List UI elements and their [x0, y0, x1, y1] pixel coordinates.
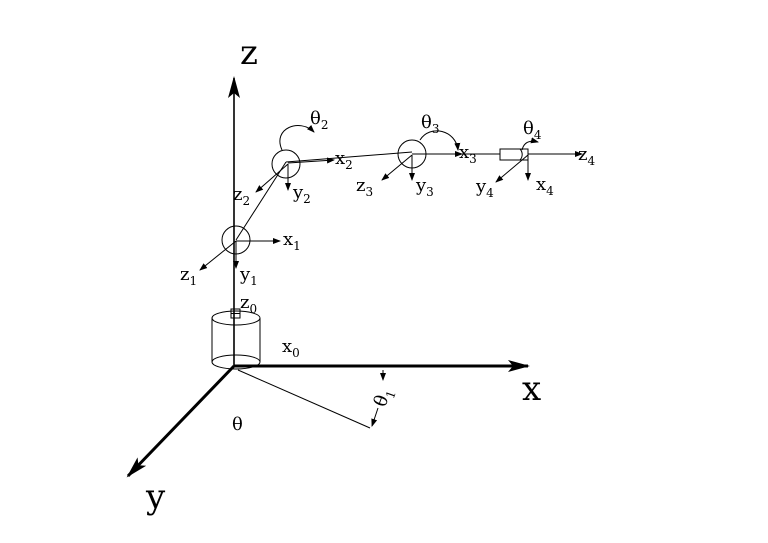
world-y-label: y [145, 477, 166, 517]
end-effector-cap [519, 148, 523, 161]
z2-axis [255, 163, 289, 193]
theta2-arrow [279, 124, 315, 151]
link-2-3 [285, 151, 413, 163]
theta-label: θ [232, 414, 243, 435]
theta2-label: θ2 [310, 108, 328, 132]
z1-label: z1 [180, 264, 197, 288]
x1-label: x1 [283, 229, 301, 253]
x4-label: x4 [536, 174, 554, 198]
base-rotation-line [237, 369, 371, 429]
y1-label: y1 [239, 264, 258, 288]
base-cylinder [211, 308, 261, 370]
theta3-arrow [419, 130, 461, 151]
theta1-label: θ1 [370, 385, 399, 411]
x3-label: x3 [459, 142, 477, 166]
z2-label: z2 [233, 184, 250, 208]
world-x-label: x [522, 369, 541, 409]
world-z-label: z [240, 33, 258, 73]
z1-axis [199, 240, 237, 271]
x2-axis [287, 157, 335, 164]
theta3-label: θ3 [421, 112, 439, 136]
x0-label: x0 [282, 336, 300, 360]
y3-label: y3 [415, 175, 434, 199]
z3-axis [381, 154, 413, 181]
joint-2-circle [271, 149, 301, 179]
z0-label: z0 [240, 292, 257, 316]
y4-label: y4 [475, 176, 494, 200]
world-y-axis [126, 364, 236, 478]
z4-label: z4 [578, 144, 595, 168]
z3-label: z3 [356, 175, 373, 199]
theta4-label: θ4 [523, 118, 542, 142]
y4-axis [495, 154, 529, 183]
y2-label: y2 [292, 182, 311, 206]
theta4-arrow [521, 137, 539, 151]
x2-label: x2 [335, 148, 353, 172]
